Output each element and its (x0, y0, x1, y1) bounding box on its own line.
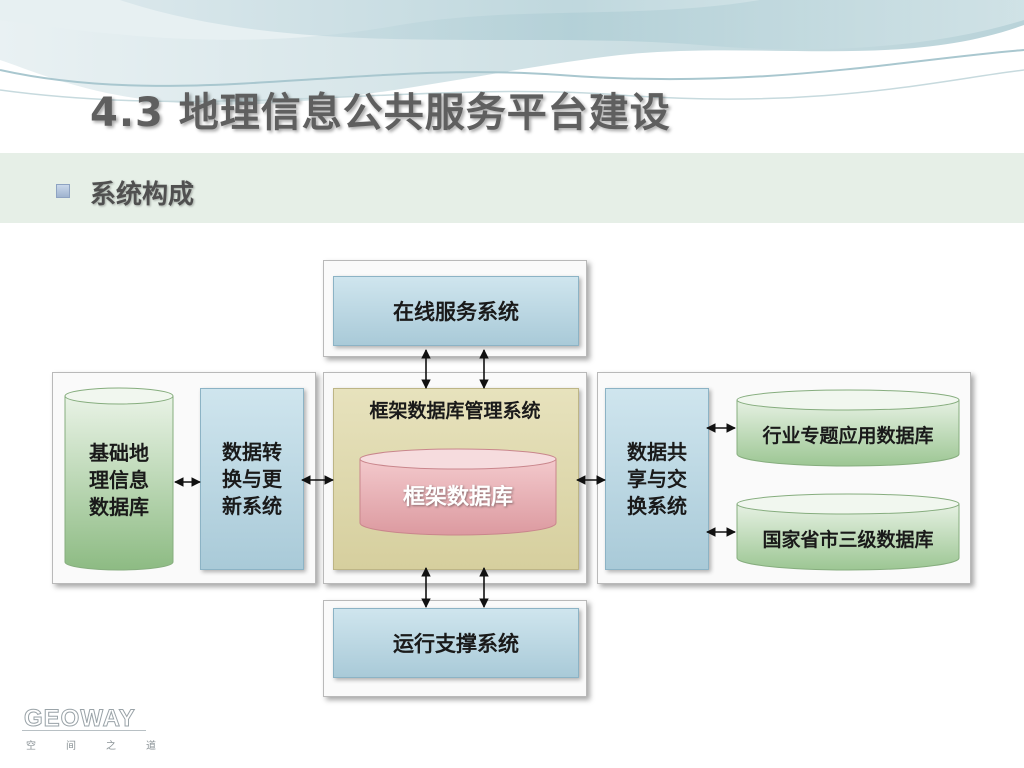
basic-geo-database-label: 基础地 理信息 数据库 (89, 440, 149, 519)
geoway-tagline: 空间之道 (26, 741, 186, 752)
online-service-system-box: 在线服务系统 (333, 276, 579, 346)
industry-thematic-database-label: 行业专题应用数据库 (762, 424, 934, 447)
background-wave-decoration (0, 0, 1024, 105)
runtime-support-system-box: 运行支撑系统 (333, 608, 579, 678)
logo-divider (22, 730, 146, 731)
national-provincial-city-database-cylinder (736, 493, 960, 571)
data-share-exchange-label: 数据共 享与交 换系统 (627, 439, 687, 518)
geoway-logo: GEOWAY (24, 705, 136, 733)
bullet-square-icon (56, 184, 70, 198)
framework-database-label: 框架数据库 (402, 485, 513, 510)
online-service-system-label: 在线服务系统 (393, 300, 519, 324)
section-subtitle: 系统构成 (90, 180, 195, 210)
data-conversion-update-box: 数据转 换与更 新系统 (200, 388, 304, 570)
data-share-exchange-box: 数据共 享与交 换系统 (605, 388, 709, 570)
framework-db-management-label: 框架数据库管理系统 (369, 400, 541, 422)
page-title: 4.3 地理信息公共服务平台建设 (90, 90, 671, 136)
runtime-support-system-label: 运行支撑系统 (393, 632, 519, 656)
data-conversion-update-label: 数据转 换与更 新系统 (222, 439, 282, 518)
national-provincial-city-database-label: 国家省市三级数据库 (762, 528, 934, 551)
basic-geo-database-cylinder (64, 387, 174, 571)
industry-thematic-database-cylinder (736, 389, 960, 467)
subtitle-band (0, 153, 1024, 223)
framework-database-cylinder (359, 448, 557, 536)
